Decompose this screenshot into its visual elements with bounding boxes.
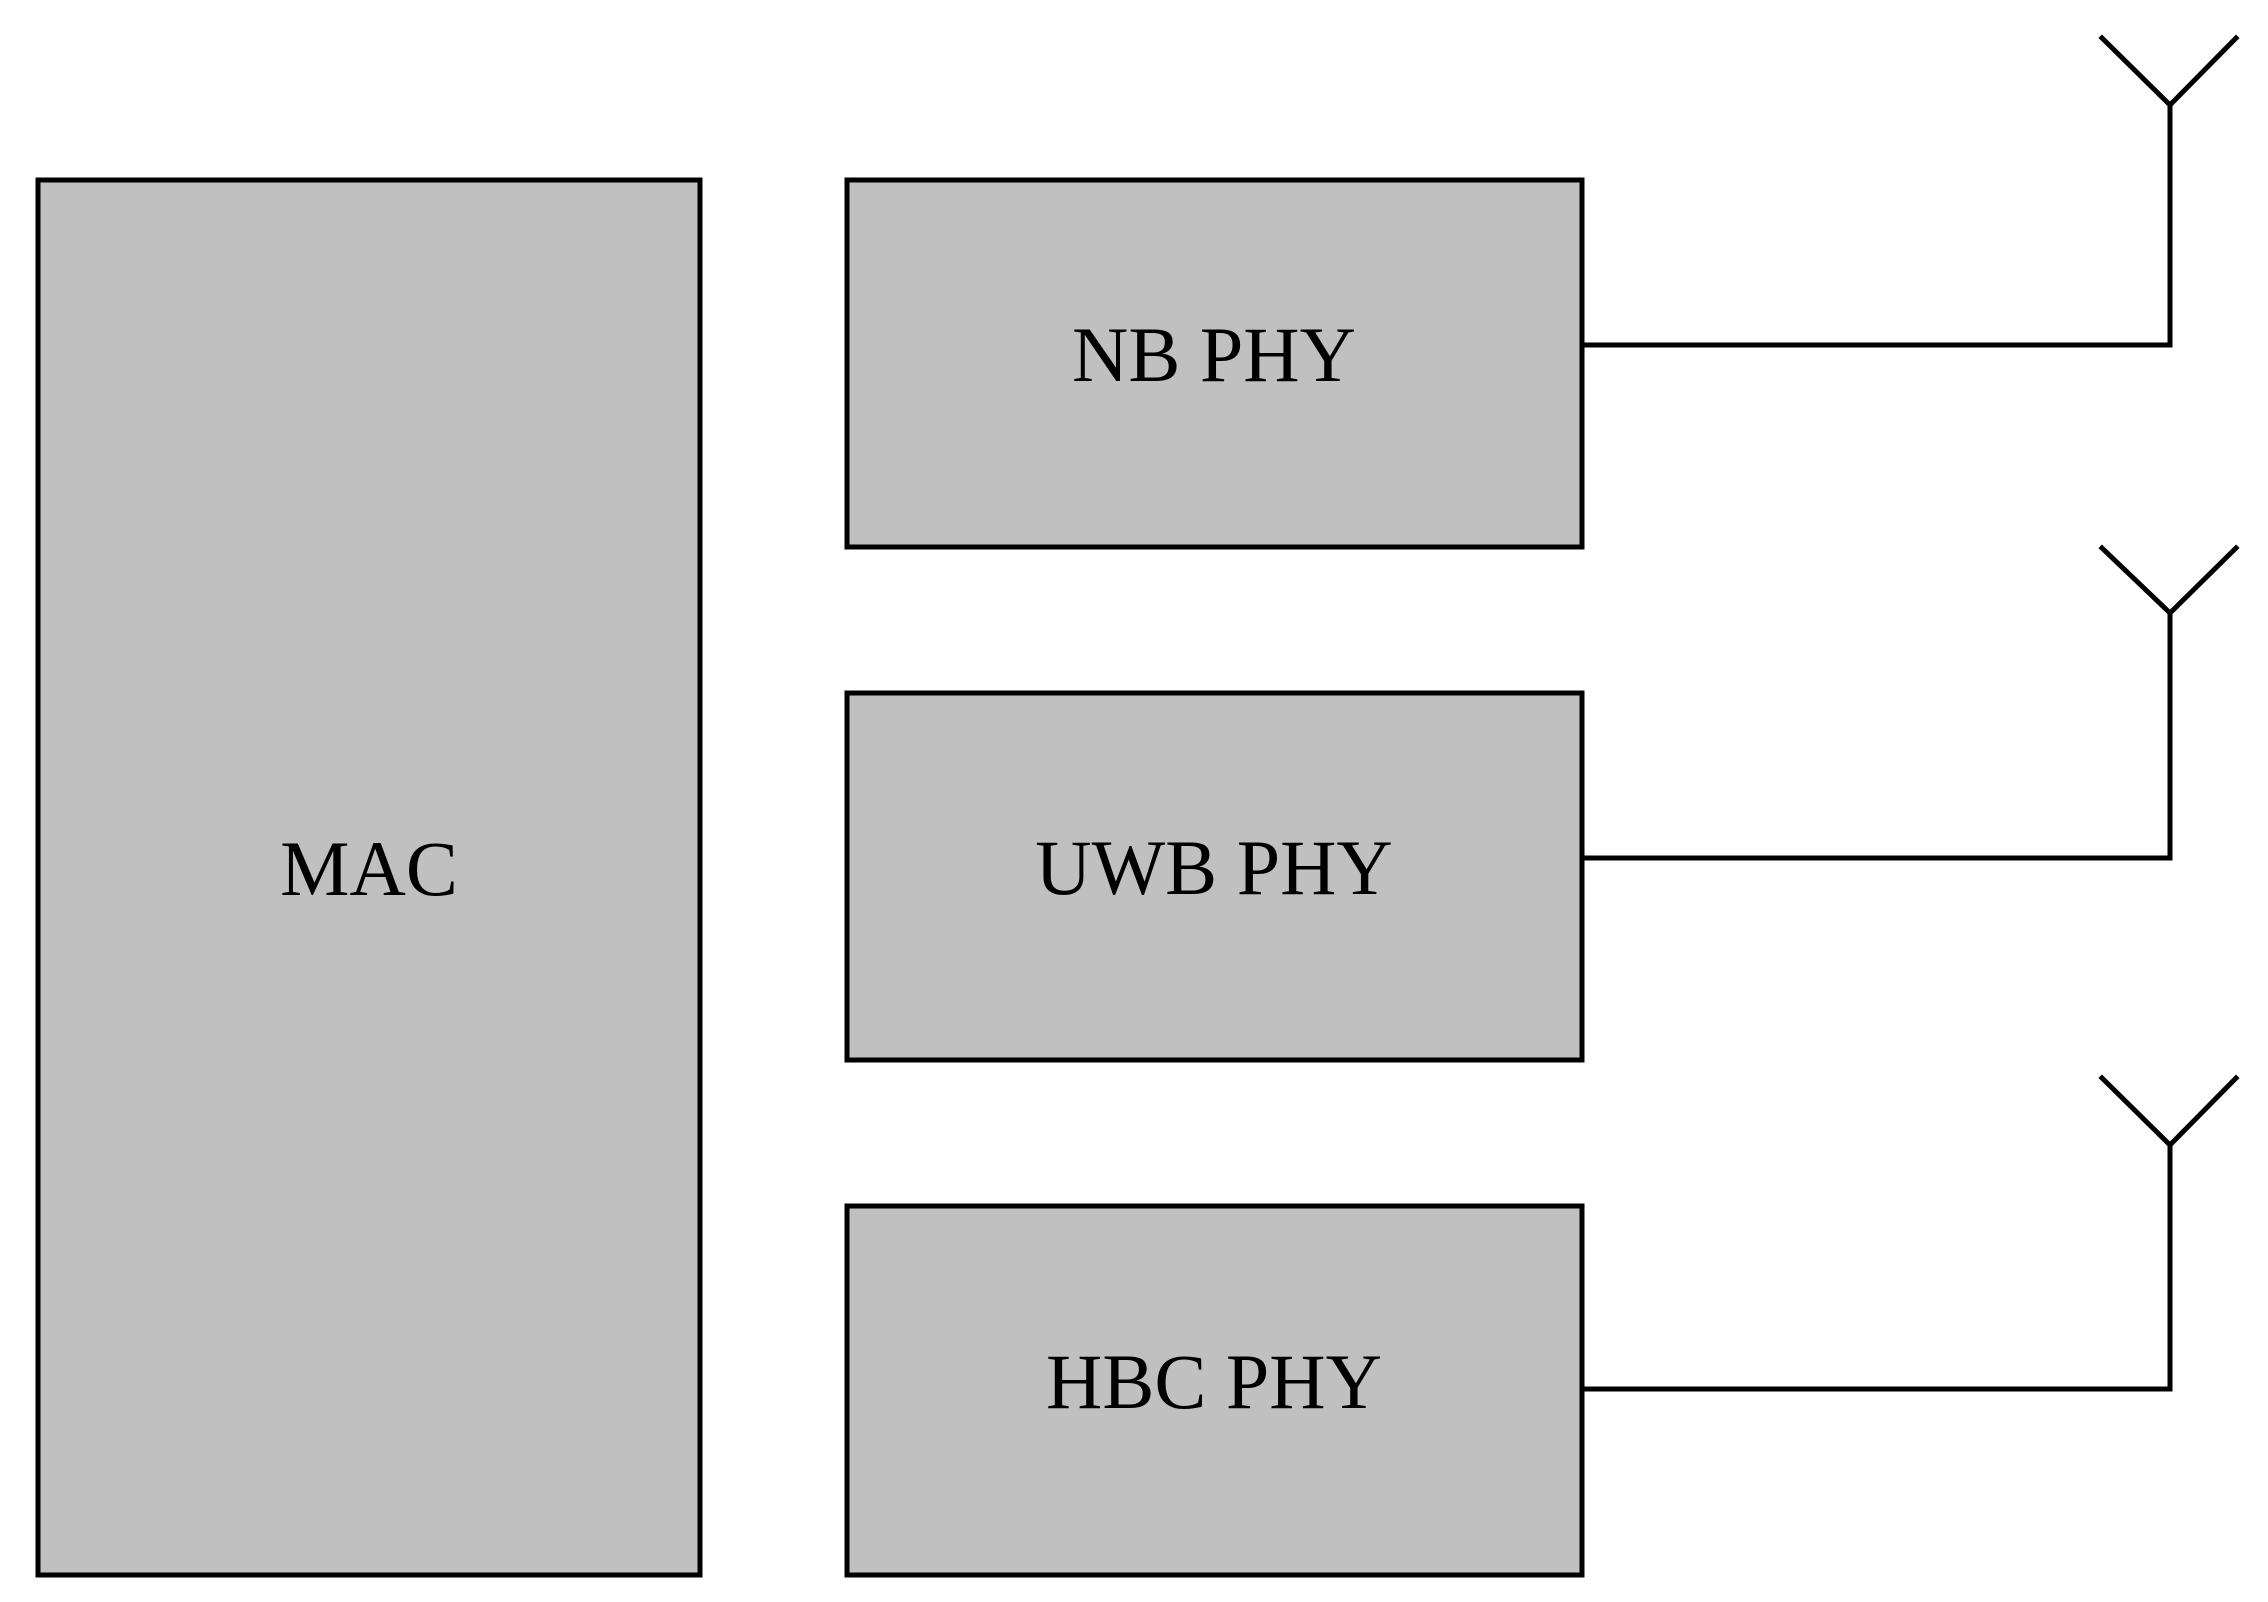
hbc-phy-wire bbox=[1579, 1142, 2173, 1392]
nb-phy-antenna-icon bbox=[2098, 34, 2240, 109]
hbc-phy-label: HBC PHY bbox=[1046, 1338, 1382, 1425]
uwb-phy-label: UWB PHY bbox=[1035, 824, 1393, 911]
hbc-phy-block: HBC PHY bbox=[844, 1203, 1585, 1578]
nb-phy-rect bbox=[844, 177, 1585, 550]
uwb-phy-rect bbox=[844, 690, 1585, 1063]
uwb-phy-antenna-icon bbox=[2098, 544, 2240, 617]
nb-phy-wire bbox=[1579, 102, 2173, 348]
mac-label: MAC bbox=[280, 825, 458, 912]
hbc-phy-antenna-icon bbox=[2098, 1074, 2240, 1149]
mac-block-rect bbox=[35, 177, 703, 1578]
uwb-phy-wire bbox=[1579, 610, 2173, 861]
hbc-phy-rect bbox=[844, 1203, 1585, 1578]
nb-phy-block: NB PHY bbox=[844, 177, 1585, 550]
nb-phy-label: NB PHY bbox=[1072, 311, 1356, 398]
uwb-phy-block: UWB PHY bbox=[844, 690, 1585, 1063]
mac-block: MAC bbox=[35, 177, 703, 1578]
